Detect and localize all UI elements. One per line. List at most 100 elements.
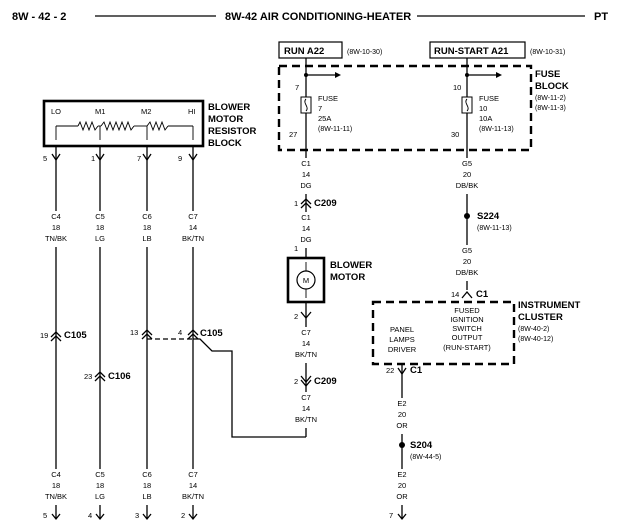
c209-lower-label: C209 [314,376,337,387]
fuse-10-pin-out: 30 [451,130,459,139]
c1-upper-color: DG [300,181,311,190]
c6-lower-gauge: 18 [143,481,151,490]
c6-lower-color: LB [142,492,151,501]
splice-s204 [399,442,405,448]
resistor-pin-9: 9 [178,154,182,163]
cluster-ref-2: (8W-40-12) [518,336,553,343]
c7-lower-color: BK/TN [182,492,204,501]
s224-label: S224 [477,211,500,222]
resistor-block-title-2: MOTOR [208,114,243,125]
c106-label: C106 [108,371,131,382]
cluster-title-1: INSTRUMENT [518,300,580,311]
c105-pin-19-upper [50,331,62,338]
ignition-feed-circuit: G5 20 DB/BK S224 (8W-11-13) G5 20 DB/BK … [371,150,580,521]
c5-id: C5 [95,212,105,221]
g5-lower-gauge: 20 [463,257,471,266]
c4-color: TN/BK [45,234,67,243]
tap-m1-label: M1 [95,107,105,116]
fuse-10-bus-arrow [496,72,502,78]
fuse-7-element [304,98,308,112]
c1-upper-gauge: 14 [302,170,310,179]
c1-upper-label-bg [292,158,320,194]
g5-lower-color: DB/BK [456,268,479,277]
fused-line-1: FUSED [454,306,480,315]
c106-pin-23: 23 [84,372,92,381]
c1-lower-label-bg [292,212,320,248]
c1-upper-id: C1 [301,159,311,168]
c6-label-bg [137,211,157,247]
e2-lower-gauge: 20 [398,481,406,490]
page-title: 8W-42 AIR CONDITIONING-HEATER [225,11,411,23]
bottom-pin-7: 7 [389,511,393,520]
wire-c7-crossover [193,338,306,438]
c7-left-color: BK/TN [182,234,204,243]
c6-gauge: 18 [143,223,151,232]
c209-upper-female [300,198,312,205]
blower-motor-resistor-block: BLOWER MOTOR RESISTOR BLOCK LO M1 M2 HI [42,99,257,149]
cluster-in-connector: C1 [476,289,489,300]
cluster-title-2: CLUSTER [518,312,563,323]
blower-motor-box [286,256,326,304]
blower-motor-title-1: BLOWER [330,260,372,271]
model-code: PT [594,11,608,23]
c5-lower-color: LG [95,492,105,501]
c7-lower-label-bg [179,469,207,505]
fuse-10-element [465,98,469,112]
fuse-10-pin-in: 10 [453,83,461,92]
fuse-7-rating: 25A [318,114,331,123]
c6-color: LB [142,234,151,243]
resistor-m1-m2 [100,120,135,132]
fuse-block-title-2: BLOCK [535,81,569,92]
c106-upper [94,371,106,378]
resistor-harness: 5 1 7 9 C4 18 TN/BK C5 18 LG C6 18 LB C7… [40,146,306,521]
c105-pin-13: 13 [130,328,138,337]
c7-mid-id: C7 [301,328,311,337]
fuse-7-bus-arrow [335,72,341,78]
fuse-7-number: 7 [318,104,322,113]
c106-lower [94,375,106,382]
panel-line-3: DRIVER [388,345,417,354]
blower-pin-2-terminal [300,311,312,320]
g5-lower-id: G5 [462,246,472,255]
motor-letter: M [303,276,309,285]
bottom-pin-7-terminal [397,513,407,521]
s204-label: S204 [410,440,433,451]
c105-label-left: C105 [64,330,87,341]
g5-lower-label-bg [453,245,481,281]
fuse-10-ref: (8W-11-13) [479,126,514,133]
e2-lower-color: OR [396,492,408,501]
fuse-7-pin-in: 7 [295,83,299,92]
cluster-in-terminal [461,290,473,299]
e2-upper-label-bg [390,398,414,434]
c5-label-bg [90,211,110,247]
c7-left-gauge: 14 [189,223,197,232]
resistor-block-title-3: RESISTOR [208,126,257,137]
header: 8W - 42 - 2 8W-42 AIR CONDITIONING-HEATE… [12,11,608,23]
c105-pin-19: 19 [40,331,48,340]
bottom-pin-3: 3 [135,511,139,520]
blower-motor-circuit: C1 14 DG 1 C209 C1 14 DG 1 M BLOWER MOTO… [286,150,372,437]
fused-line-3: SWITCH [452,324,482,333]
e2-upper-id: E2 [397,399,406,408]
run-a22-label: RUN A22 [284,46,324,57]
c7-bottom-color: BK/TN [295,415,317,424]
c6-lower-id: C6 [142,470,152,479]
fuse-7-ref: (8W-11-11) [318,126,352,133]
c4-lower-color: TN/BK [45,492,67,501]
g5-upper-id: G5 [462,159,472,168]
c7-left-id: C7 [188,212,198,221]
bottom-pin-2: 2 [181,511,185,520]
panel-line-1: PANEL [390,325,414,334]
c105-pin-19-lower [50,335,62,342]
panel-line-2: LAMPS [389,335,414,344]
instrument-cluster-outline [371,300,516,366]
e2-upper-gauge: 20 [398,410,406,419]
fuse-10-label: FUSE [479,94,499,103]
c105-pin-4-upper [187,329,199,336]
c7-lower-gauge: 14 [189,481,197,490]
resistor-block-outline [42,99,205,148]
fuse-block-ref-1: (8W-11-2) [535,95,566,102]
fuse-block-outline [277,64,533,152]
c5-lower-id: C5 [95,470,105,479]
